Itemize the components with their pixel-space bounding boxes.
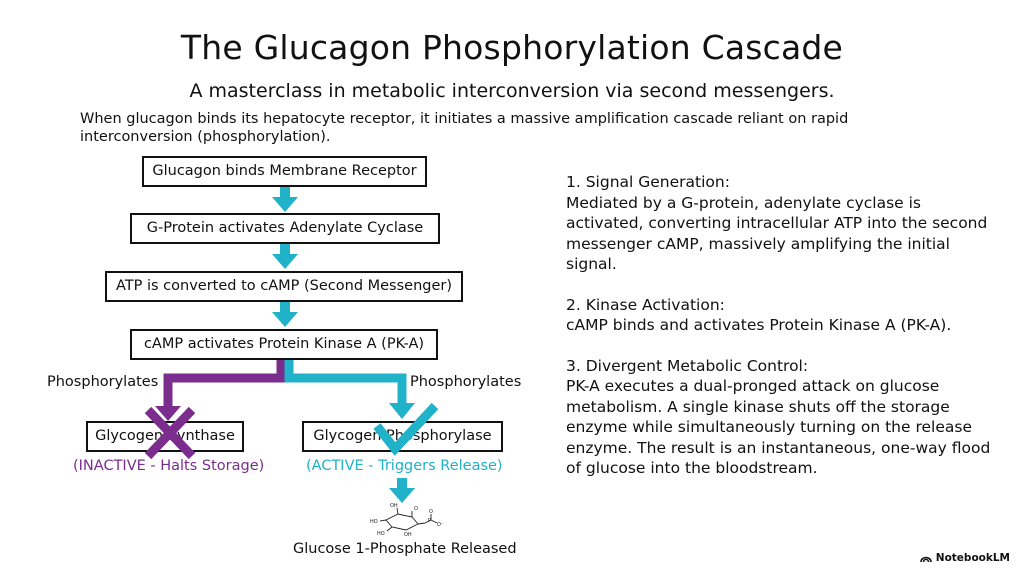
svg-text:OH: OH [390,503,398,509]
explanation-step-2: 2. Kinase Activation: cAMP binds and act… [566,295,996,336]
flow-step-1: Glucagon binds Membrane Receptor [142,156,427,187]
arrow-to-result [389,478,415,503]
svg-text:O⁻: O⁻ [437,522,444,528]
status-active: (ACTIVE - Triggers Release) [306,458,503,474]
status-inactive: (INACTIVE - Halts Storage) [73,458,265,474]
step-body: Mediated by a G-protein, adenylate cycla… [566,193,988,274]
notebooklm-logo-icon [919,556,932,563]
flow-step-4: cAMP activates Protein Kinase A (PK-A) [130,329,438,360]
edge-label-right: Phosphorylates [410,374,522,390]
brand-name: NotebookLM [935,552,1010,564]
svg-text:O: O [414,506,418,512]
explanation-step-3: 3. Divergent Metabolic Control: PK-A exe… [566,356,996,479]
svg-text:O: O [429,509,433,515]
step-body: PK-A executes a dual-pronged attack on g… [566,377,991,477]
step-heading: 1. Signal Generation: [566,173,730,191]
teal-branch [284,360,415,419]
explanation-step-1: 1. Signal Generation: Mediated by a G-pr… [566,172,996,275]
svg-text:HO: HO [377,531,385,537]
page-title: The Glucagon Phosphorylation Cascade [180,28,844,67]
glucose-1-phosphate-structure-icon: OH HO HO O O P O⁻ OH [370,503,444,538]
explanation-panel: 1. Signal Generation: Mediated by a G-pr… [566,172,996,499]
svg-text:P: P [428,518,431,524]
arrow-1-2 [272,187,298,212]
edge-label-left: Phosphorylates [47,374,159,390]
arrow-2-3 [272,244,298,269]
result-label: Glucose 1-Phosphate Released [293,541,517,557]
intro-text: When glucagon binds its hepatocyte recep… [80,111,849,145]
step-heading: 3. Divergent Metabolic Control: [566,356,809,375]
brand-watermark: NotebookLM [919,552,1010,564]
purple-branch [155,360,286,421]
flow-step-3: ATP is converted to cAMP (Second Messeng… [105,271,463,302]
cross-icon [144,406,196,460]
checkmark-icon [373,402,439,456]
step-body: cAMP binds and activates Protein Kinase … [566,316,952,334]
step-heading: 2. Kinase Activation: [566,295,725,314]
flow-step-2: G-Protein activates Adenylate Cyclase [130,213,440,244]
page-subtitle: A masterclass in metabolic interconversi… [189,80,835,102]
svg-text:HO: HO [370,519,378,525]
svg-text:OH: OH [404,532,412,538]
arrow-3-4 [272,302,298,327]
